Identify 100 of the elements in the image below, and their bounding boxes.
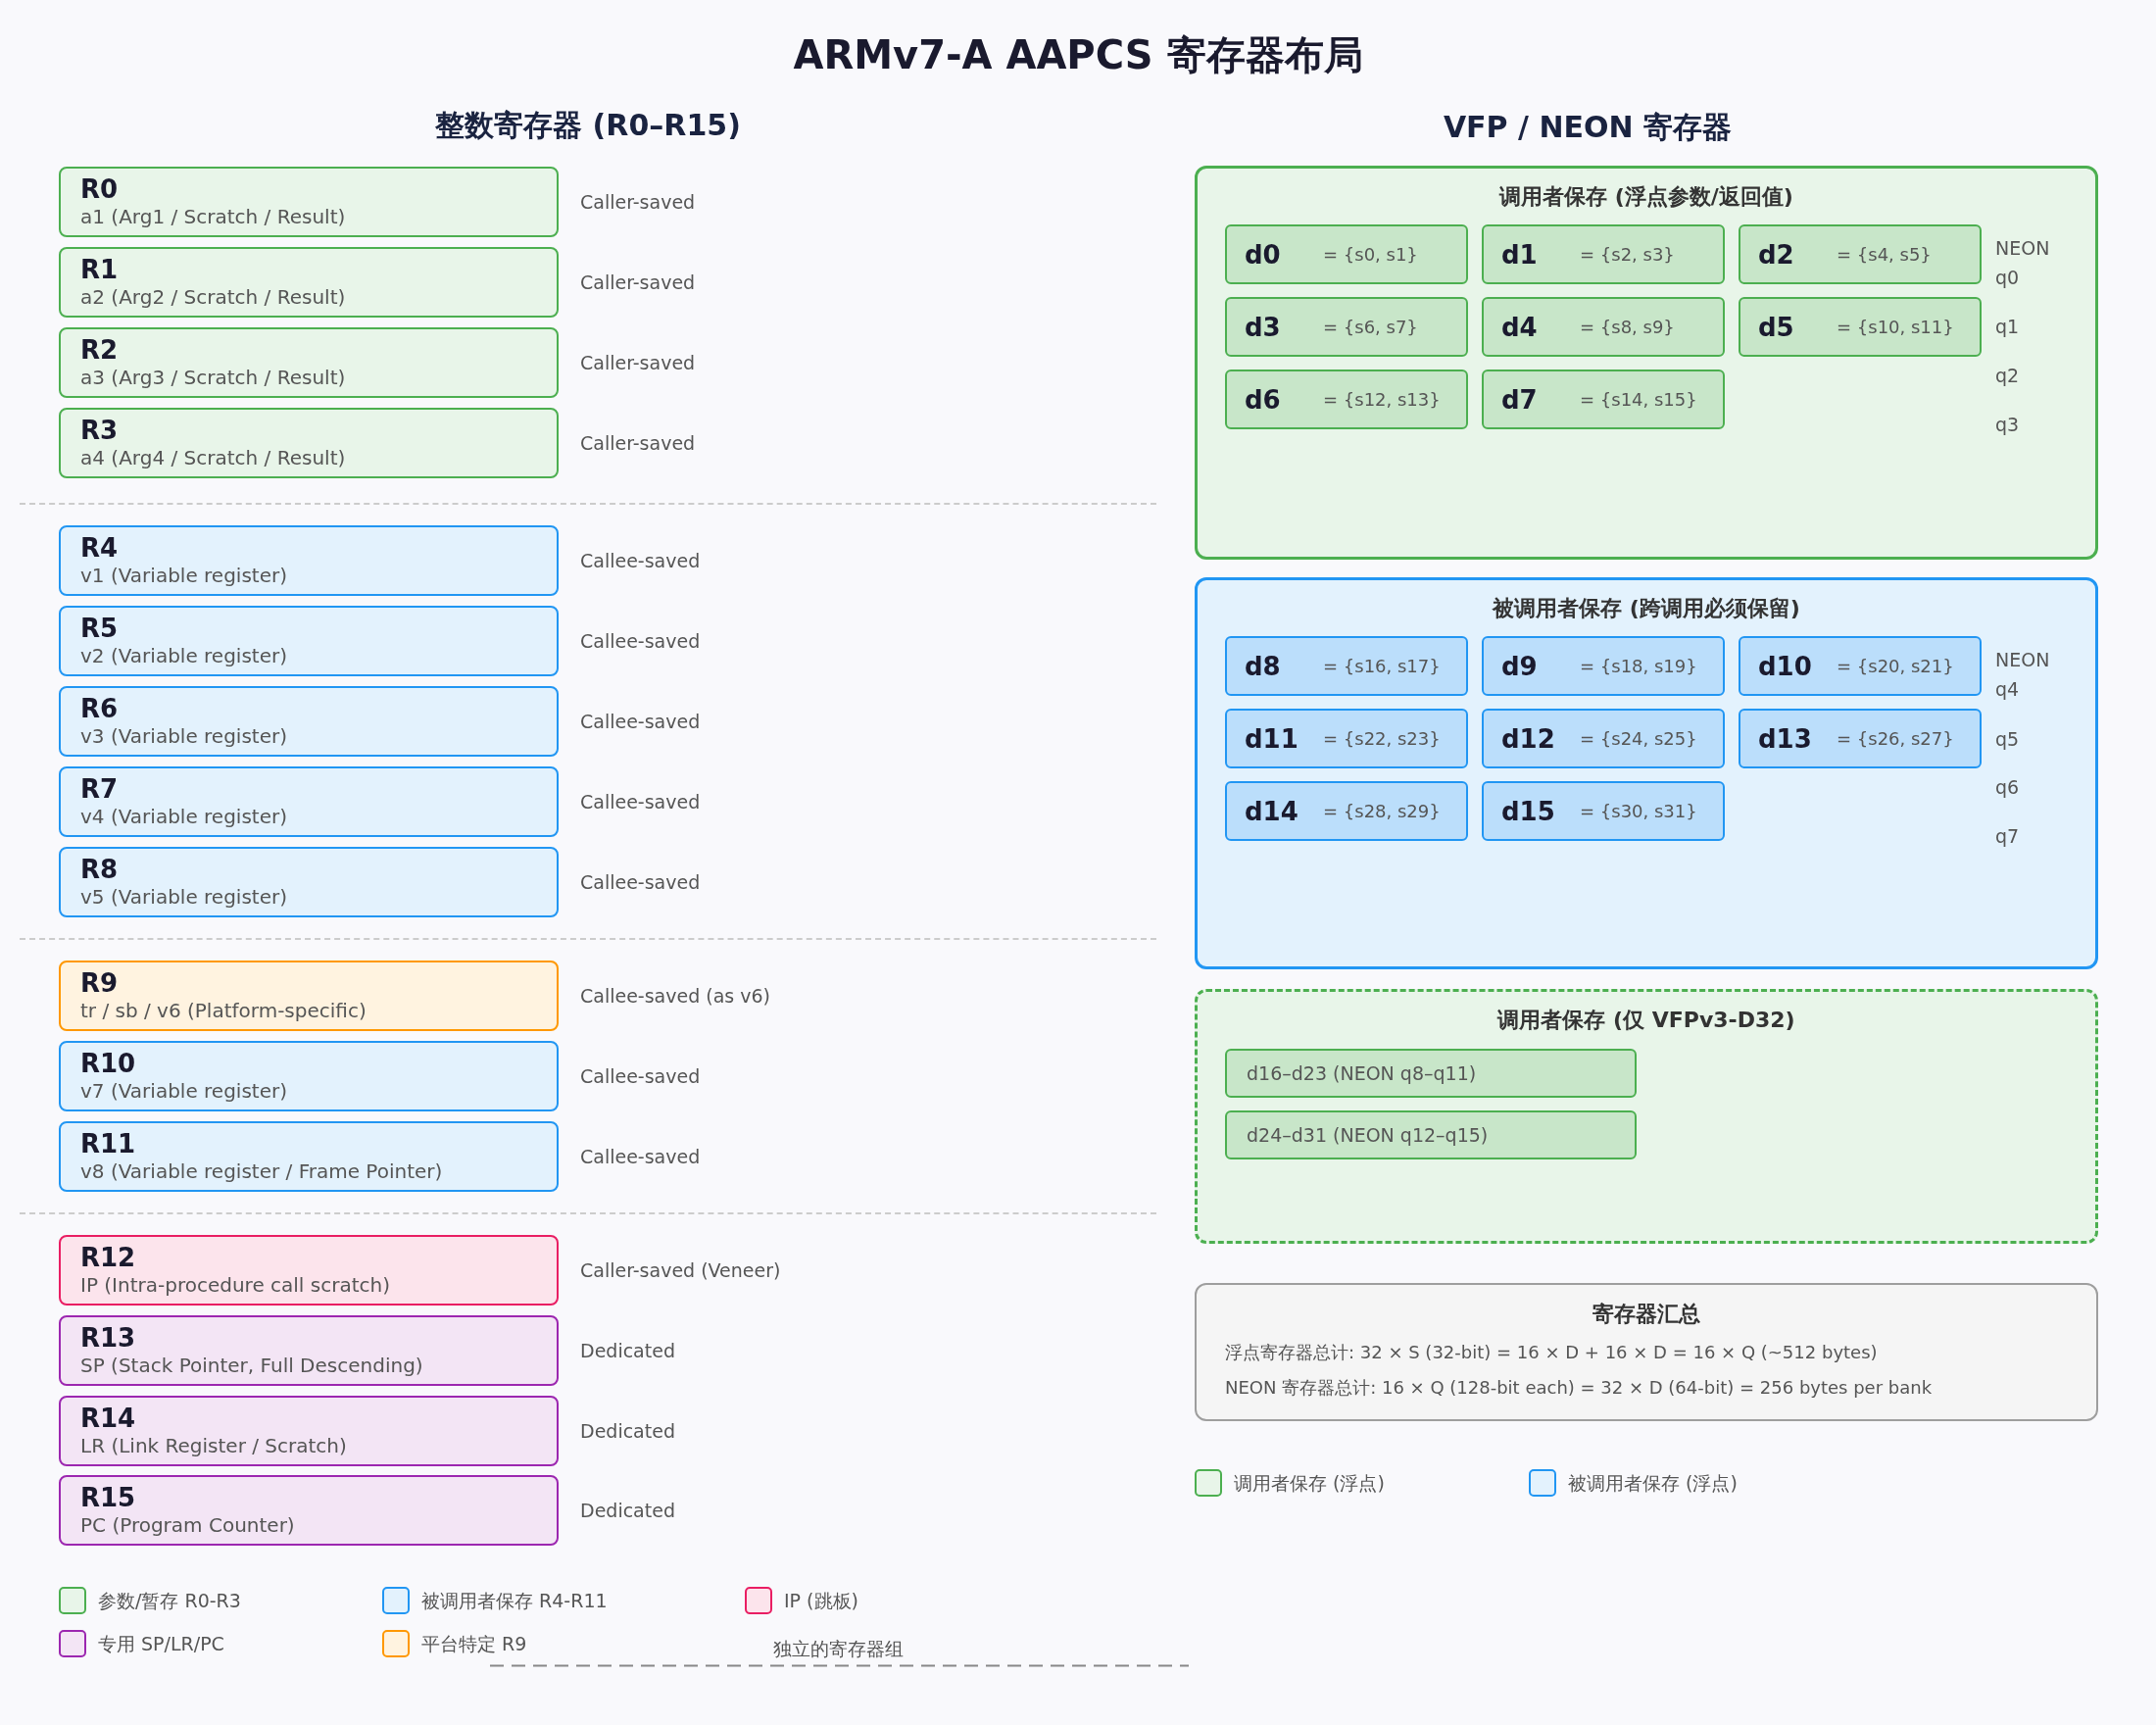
- register-description: tr / sb / v6 (Platform-specific): [80, 998, 367, 1023]
- register-name: R13: [80, 1323, 136, 1353]
- register-description: LR (Link Register / Scratch): [80, 1433, 347, 1458]
- register-mapping: = {s22, s23}: [1323, 726, 1441, 751]
- register-mapping: = {s0, s1}: [1323, 242, 1418, 267]
- register-box: [59, 247, 559, 318]
- register-box: [59, 606, 559, 676]
- section-heading: VFP / NEON 寄存器: [1443, 109, 1733, 146]
- saving-convention-label: Callee-saved: [580, 549, 701, 572]
- register-description: v5 (Variable register): [80, 884, 287, 910]
- neon-register-label: NEON: [1995, 648, 2050, 671]
- register-box: [59, 1315, 559, 1386]
- register-box: [59, 1396, 559, 1466]
- register-name: d13: [1758, 723, 1812, 754]
- register-description: IP (Intra-procedure call scratch): [80, 1272, 390, 1298]
- neon-register-label: q4: [1995, 677, 2020, 701]
- register-name: d9: [1501, 651, 1538, 681]
- register-description: v8 (Variable register / Frame Pointer): [80, 1158, 443, 1184]
- saving-convention-label: Callee-saved: [580, 1145, 701, 1168]
- register-mapping: = {s28, s29}: [1323, 799, 1441, 823]
- register-mapping: = {s14, s15}: [1580, 387, 1697, 412]
- register-name: R5: [80, 614, 119, 643]
- register-mapping: = {s18, s19}: [1580, 654, 1697, 678]
- register-box: [59, 686, 559, 757]
- register-name: d0: [1245, 239, 1281, 270]
- panel-title: 被调用者保存 (跨调用必须保留): [1493, 595, 1800, 622]
- register-mapping: = {s30, s31}: [1580, 799, 1697, 823]
- diagram-title: ARMv7-A AAPCS 寄存器布局: [793, 31, 1363, 79]
- neon-register-label: q0: [1995, 266, 2020, 289]
- register-box: [59, 327, 559, 398]
- register-box: [1482, 224, 1725, 284]
- register-name: d4: [1501, 312, 1538, 342]
- saving-convention-label: Caller-saved: [580, 351, 696, 374]
- register-box: [59, 525, 559, 596]
- saving-convention-label: Callee-saved: [580, 710, 701, 733]
- register-name: R4: [80, 533, 119, 563]
- saving-convention-label: Caller-saved: [580, 190, 696, 214]
- legend-label: 被调用者保存 (浮点): [1568, 1471, 1738, 1495]
- register-group-panel: [1195, 989, 2098, 1244]
- legend-label: 调用者保存 (浮点): [1234, 1471, 1385, 1495]
- register-mapping: = {s24, s25}: [1580, 726, 1697, 751]
- summary-box: [1195, 1283, 2098, 1421]
- register-name: R10: [80, 1049, 136, 1078]
- register-box: [1482, 781, 1725, 841]
- register-name: R12: [80, 1243, 136, 1272]
- register-box: [1739, 297, 1982, 357]
- register-name: d11: [1245, 723, 1298, 754]
- summary-title: 寄存器汇总: [1592, 1301, 1700, 1328]
- register-box: [1225, 636, 1468, 696]
- register-mapping: = {s16, s17}: [1323, 654, 1441, 678]
- neon-register-label: q1: [1995, 315, 2020, 338]
- register-name: R3: [80, 416, 119, 445]
- saving-convention-label: Callee-saved: [580, 790, 701, 813]
- section-heading: 整数寄存器 (R0–R15): [435, 107, 741, 144]
- register-mapping: = {s26, s27}: [1837, 726, 1954, 751]
- register-description: a4 (Arg4 / Scratch / Result): [80, 445, 346, 470]
- summary-line: 浮点寄存器总计: 32 × S (32-bit) = 16 × D + 16 × D = 16 × Q (~512 bytes): [1225, 1341, 1878, 1364]
- register-name: d2: [1758, 239, 1794, 270]
- register-box: [1225, 224, 1468, 284]
- register-mapping: = {s6, s7}: [1323, 315, 1418, 339]
- register-box: [1225, 781, 1468, 841]
- legend-label: 平台特定 R9: [421, 1632, 527, 1655]
- register-name: d15: [1501, 796, 1555, 826]
- register-name: d14: [1245, 796, 1298, 826]
- register-box: [59, 1235, 559, 1306]
- panel-title: 调用者保存 (仅 VFPv3-D32): [1497, 1007, 1795, 1034]
- register-mapping: = {s12, s13}: [1323, 387, 1441, 412]
- register-mapping: = {s10, s11}: [1837, 315, 1954, 339]
- register-description: v2 (Variable register): [80, 643, 287, 668]
- register-name: R1: [80, 255, 119, 284]
- saving-convention-label: Callee-saved: [580, 870, 701, 894]
- register-box: [59, 766, 559, 837]
- register-name: R14: [80, 1404, 136, 1433]
- register-box: [59, 408, 559, 478]
- neon-register-label: NEON: [1995, 236, 2050, 260]
- register-box: [1482, 297, 1725, 357]
- neon-register-label: q5: [1995, 727, 2020, 751]
- register-description: a1 (Arg1 / Scratch / Result): [80, 204, 346, 229]
- saving-convention-label: Caller-saved: [580, 431, 696, 455]
- saving-convention-label: Dedicated: [580, 1339, 675, 1362]
- saving-convention-label: Callee-saved: [580, 629, 701, 653]
- register-description: v4 (Variable register): [80, 804, 287, 829]
- legend-label: 专用 SP/LR/PC: [98, 1632, 224, 1655]
- register-name: R11: [80, 1129, 136, 1158]
- register-box: [59, 961, 559, 1031]
- register-name: d7: [1501, 384, 1538, 415]
- neon-register-label: q3: [1995, 413, 2020, 436]
- summary-line: NEON 寄存器总计: 16 × Q (128-bit each) = 32 × D (64-bit) = 256 bytes per bank: [1225, 1376, 1933, 1400]
- register-box: [59, 1475, 559, 1546]
- register-name: R0: [80, 174, 119, 204]
- register-box: [1739, 709, 1982, 768]
- register-box: [59, 1041, 559, 1111]
- register-name: d10: [1758, 651, 1812, 681]
- register-range-label: d24–d31 (NEON q12–q15): [1247, 1123, 1489, 1148]
- register-name: d12: [1501, 723, 1555, 754]
- register-box: [1739, 636, 1982, 696]
- register-description: v1 (Variable register): [80, 563, 287, 588]
- saving-convention-label: Callee-saved (as v6): [580, 984, 771, 1008]
- neon-register-label: q7: [1995, 824, 2020, 848]
- register-range-label: d16–d23 (NEON q8–q11): [1247, 1061, 1477, 1086]
